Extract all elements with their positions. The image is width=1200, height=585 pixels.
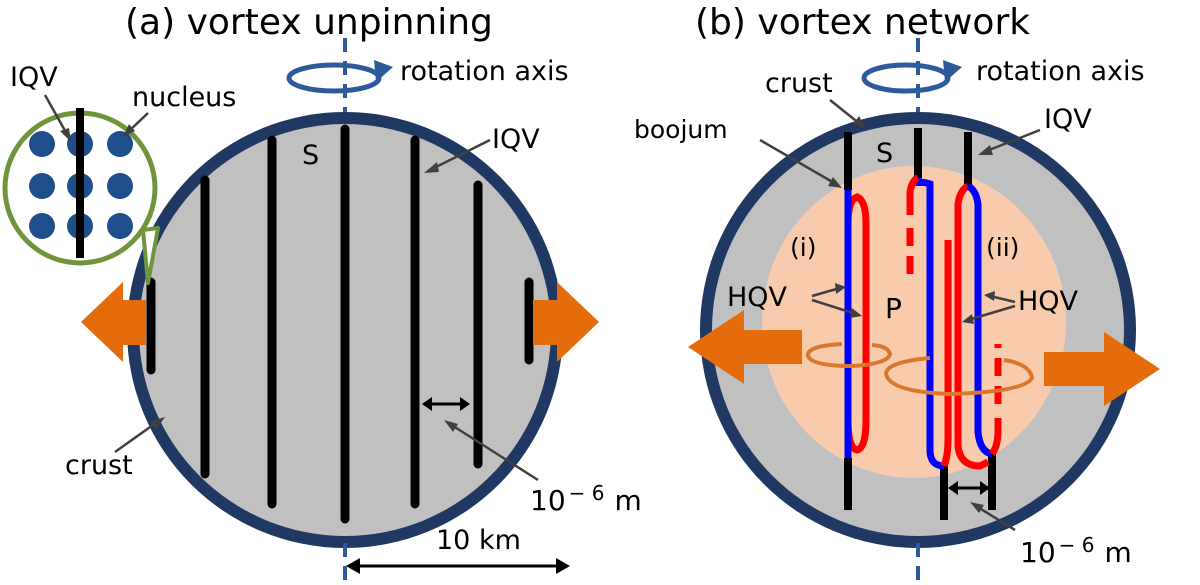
panel-b: (b) vortex network (634, 2, 1160, 585)
nucleus-dot (29, 131, 55, 157)
vortex-lines-a (146, 124, 534, 524)
nucleus-dot (107, 131, 133, 157)
crust-pointer-b (829, 99, 866, 129)
boojum-pointer (759, 138, 842, 188)
swirl-rings (805, 342, 1035, 397)
nucleus-dot (29, 213, 55, 239)
hqv-pointers-right (962, 291, 1016, 324)
nuclei (29, 131, 133, 239)
nucleus-pointer (123, 112, 149, 137)
hqv-label-left: HQV (727, 282, 788, 313)
crust-pointer-a (114, 417, 165, 454)
iqv-label-a: IQV (492, 124, 540, 155)
hqv-label-right: HQV (1018, 286, 1079, 317)
crust-label-a: crust (65, 450, 133, 481)
radius-indicator-a (346, 558, 570, 574)
unpin-arrow-right (1044, 332, 1160, 406)
panel-a: (a) vortex unpinning rotation axis S IQV (2, 2, 642, 585)
s-phase-label-b: S (876, 138, 893, 169)
iqv-segments-b (844, 128, 996, 520)
panel-a-title: (a) vortex unpinning (125, 2, 493, 43)
rotation-axis-label-b: rotation axis (976, 56, 1145, 87)
iqv-inset-label: IQV (10, 62, 58, 93)
p-phase-label: P (885, 292, 902, 325)
iqv-pointer-a (424, 138, 491, 173)
rotation-arrow-icon (861, 62, 951, 94)
inset-magnifier (2, 108, 160, 285)
vortex-ii-label: (ii) (986, 233, 1019, 262)
nucleus-label: nucleus (132, 82, 236, 113)
spacing-indicator-a (422, 397, 539, 482)
vortex-i-label: (i) (790, 233, 816, 262)
iqv-inset-pointer (43, 94, 71, 142)
rotation-arrow-icon (286, 62, 382, 94)
nucleus-dot (107, 173, 133, 199)
boojum-label: boojum (634, 115, 728, 144)
unpin-arrow-right (533, 282, 599, 362)
nucleus-dot (29, 173, 55, 199)
hqv-pair-i (844, 190, 870, 458)
nucleus-dot (107, 213, 133, 239)
panel-b-title: (b) vortex network (695, 2, 1030, 43)
crust-label-b: crust (765, 68, 833, 99)
rotation-axis-b (861, 38, 962, 585)
hqv-pointers-left (811, 283, 862, 318)
rotation-axis-a (286, 38, 393, 585)
rotation-axis-label-a: rotation axis (400, 56, 569, 87)
p-phase-region (762, 166, 1066, 478)
unpin-arrow-left (688, 310, 802, 384)
spacing-indicator-b (948, 481, 1016, 532)
iqv-label-b: IQV (1044, 104, 1092, 135)
iqv-pointer-b (978, 128, 1041, 155)
radius-label-a: 10 km (436, 525, 521, 556)
unpin-arrow-left (81, 282, 146, 362)
s-phase-label-a: S (302, 140, 319, 171)
